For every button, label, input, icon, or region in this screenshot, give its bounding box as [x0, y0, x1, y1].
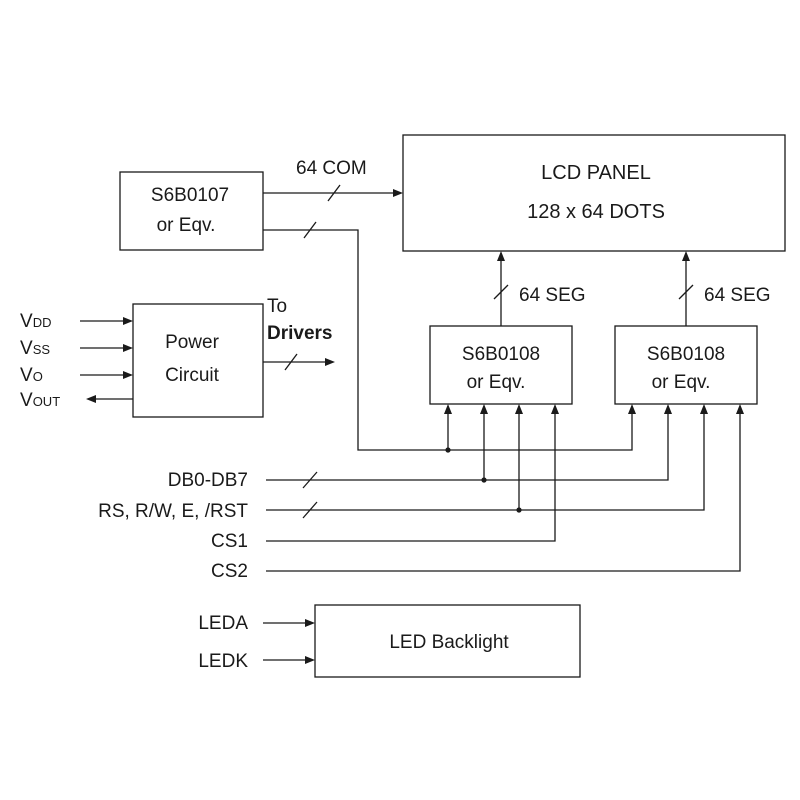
db-junction-dot	[481, 477, 487, 483]
seg-bus-1-slash	[493, 284, 509, 300]
arrowhead-driver2-c	[700, 404, 708, 414]
arrowhead-driver2-a	[628, 404, 636, 414]
arrowhead-driver2-cs2	[736, 404, 744, 414]
segment-driver-1-part: S6B0108	[462, 344, 540, 365]
common-driver-equivalent: or Eqv.	[157, 215, 216, 236]
lcd-panel-box	[402, 134, 786, 252]
signal-label-cs2: CS2	[211, 561, 248, 582]
to-drivers-slash	[284, 353, 298, 371]
power-circuit-label-2: Circuit	[165, 365, 220, 386]
ledk-label: LEDK	[198, 651, 248, 672]
control-bus-line	[266, 412, 705, 511]
cs1-line	[266, 412, 556, 542]
cs2-line	[266, 412, 741, 572]
arrowhead-driver2-b	[664, 404, 672, 414]
seg-bus-1-arrowhead	[497, 251, 505, 261]
vout-arrowhead	[86, 395, 96, 403]
arrowhead-driver1-a	[444, 404, 452, 414]
common-driver-bus-slash	[303, 221, 317, 239]
leda-label: LEDA	[198, 613, 248, 634]
db-bus-slash	[302, 471, 318, 489]
control-bus-slash	[302, 501, 318, 519]
segment-driver-1-box	[429, 325, 573, 405]
segment-driver-2-box	[614, 325, 758, 405]
common-driver-part: S6B0107	[151, 185, 229, 206]
to-drivers-label-2: Drivers	[267, 323, 333, 344]
vout-label: VOUT	[20, 390, 60, 411]
segment-driver-2-part: S6B0108	[647, 344, 725, 365]
arrowhead-driver1-cs1	[551, 404, 559, 414]
vo-arrowhead	[123, 371, 133, 379]
led-backlight-box	[314, 604, 581, 678]
leda-arrowhead	[305, 619, 315, 627]
to-drivers-label-1: To	[267, 296, 287, 317]
seg-bus-2-label: 64 SEG	[704, 285, 771, 306]
power-circuit-box	[132, 303, 264, 418]
junction-dot	[445, 447, 451, 453]
signal-label-control: RS, R/W, E, /RST	[98, 501, 248, 522]
lcd-panel-title: LCD PANEL	[541, 162, 651, 184]
arrowhead-driver1-c	[515, 404, 523, 414]
to-drivers-arrowhead	[325, 358, 335, 366]
control-junction-dot	[516, 507, 522, 513]
db-bus-line	[266, 412, 669, 481]
vdd-arrowhead	[123, 317, 133, 325]
lcd-panel-resolution: 128 x 64 DOTS	[527, 201, 665, 223]
seg-bus-2-slash	[678, 284, 694, 300]
com-bus-arrowhead	[393, 189, 403, 197]
com-bus-label: 64 COM	[296, 158, 367, 179]
signal-label-cs1: CS1	[211, 531, 248, 552]
seg-bus-1-label: 64 SEG	[519, 285, 586, 306]
led-backlight-label: LED Backlight	[389, 632, 509, 653]
segment-driver-1-equivalent: or Eqv.	[467, 372, 526, 393]
power-circuit-label-1: Power	[165, 332, 220, 353]
segment-driver-2-equivalent: or Eqv.	[652, 372, 711, 393]
ledk-arrowhead	[305, 656, 315, 664]
seg-bus-2-arrowhead	[682, 251, 690, 261]
common-driver-box	[119, 171, 264, 251]
vss-label: VSS	[20, 338, 50, 359]
vdd-label: VDD	[20, 311, 51, 332]
signal-label-db0-db7: DB0-DB7	[168, 470, 248, 491]
arrowhead-driver1-b	[480, 404, 488, 414]
com-bus-slash	[327, 184, 341, 202]
vss-arrowhead	[123, 344, 133, 352]
common-driver-control-bus	[263, 229, 633, 451]
vo-label: VO	[20, 365, 43, 386]
